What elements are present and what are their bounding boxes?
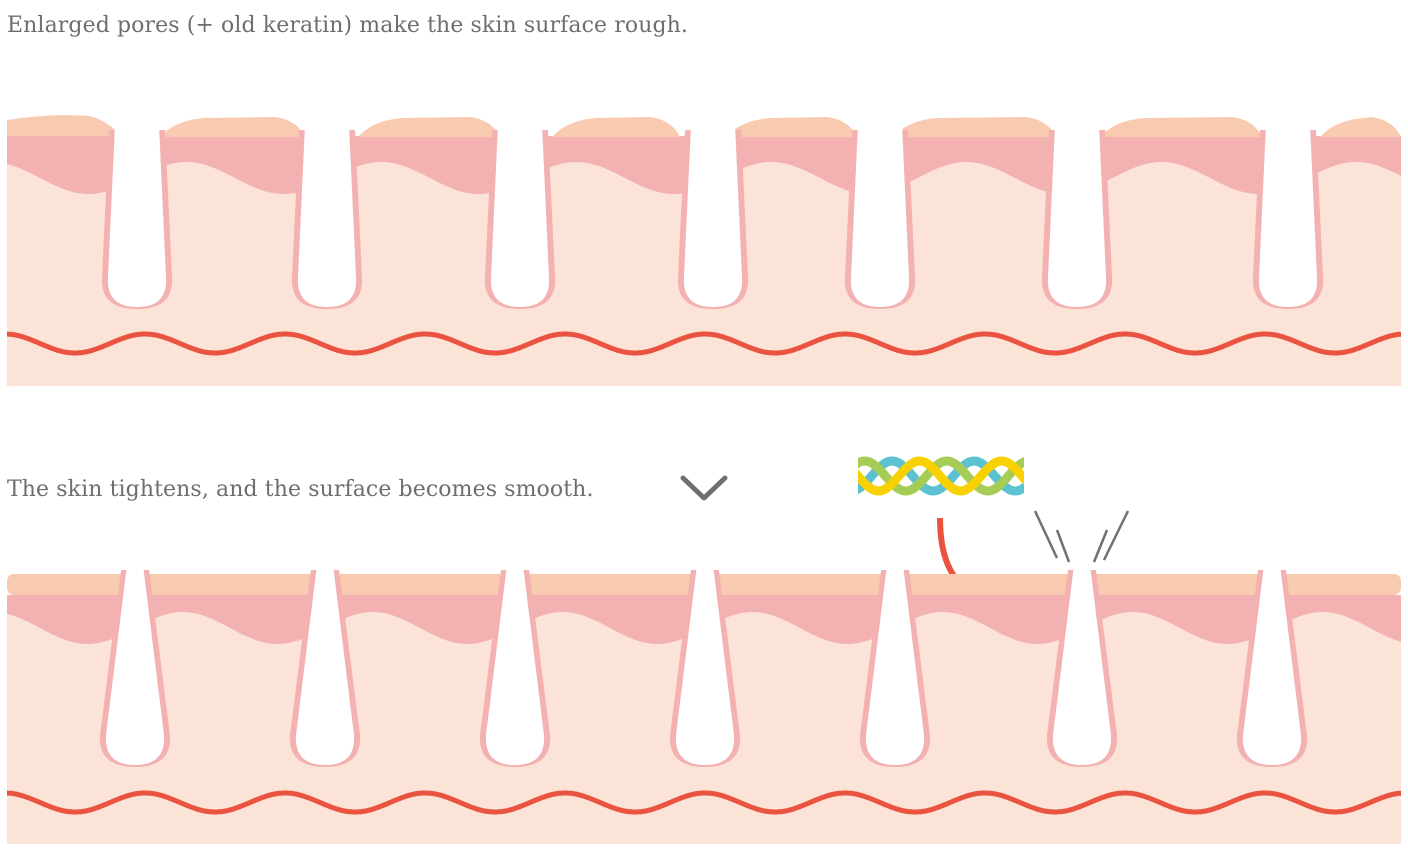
corneum-segment (900, 574, 1076, 595)
stratum-corneum-layer (7, 115, 1401, 137)
pore-group (101, 125, 1324, 309)
pore-opening (297, 125, 357, 307)
corneum-segment (160, 117, 305, 137)
skin-panel-after (7, 565, 1401, 844)
skin-panel-before (7, 115, 1401, 386)
corneum-segment (1280, 574, 1401, 595)
corneum-segment (726, 117, 857, 137)
chevron-down-icon (680, 475, 728, 501)
pore-opening (485, 565, 545, 765)
helix-strand (858, 456, 1024, 496)
pore-opening (1047, 125, 1107, 307)
pore-opening (675, 565, 735, 765)
caption-after: The skin tightens, and the surface becom… (7, 477, 594, 502)
pore-opening (490, 125, 550, 307)
corneum-segment (521, 574, 697, 595)
corneum-segment (710, 574, 886, 595)
corneum-segment (552, 117, 680, 137)
pore-opening (1052, 565, 1112, 765)
stratum-corneum-layer (7, 574, 1401, 595)
corneum-segment (7, 115, 120, 136)
tension-lines-icon (1033, 510, 1130, 563)
corneum-segment (893, 117, 1056, 137)
pore-opening (105, 565, 165, 765)
corneum-segment (1089, 574, 1266, 595)
pore-group (99, 565, 1308, 767)
caption-before: Enlarged pores (+ old keratin) make the … (7, 13, 689, 38)
corneum-segment (1320, 117, 1401, 137)
corneum-segment (331, 574, 508, 595)
corneum-segment (358, 117, 500, 137)
pore-opening (1258, 125, 1318, 307)
pore-opening (865, 565, 925, 765)
corneum-segment (7, 574, 128, 595)
capillary-line (7, 331, 1401, 356)
pore-opening (295, 565, 355, 765)
pore-opening (850, 125, 910, 307)
pore-opening (107, 125, 167, 307)
triple-helix-icon (858, 456, 1024, 496)
pore-opening (683, 125, 743, 307)
pore-opening (1242, 565, 1302, 765)
capillary-line (7, 790, 1401, 815)
corneum-segment (1100, 117, 1262, 137)
helix-strand (858, 456, 1024, 496)
corneum-segment (142, 574, 318, 595)
